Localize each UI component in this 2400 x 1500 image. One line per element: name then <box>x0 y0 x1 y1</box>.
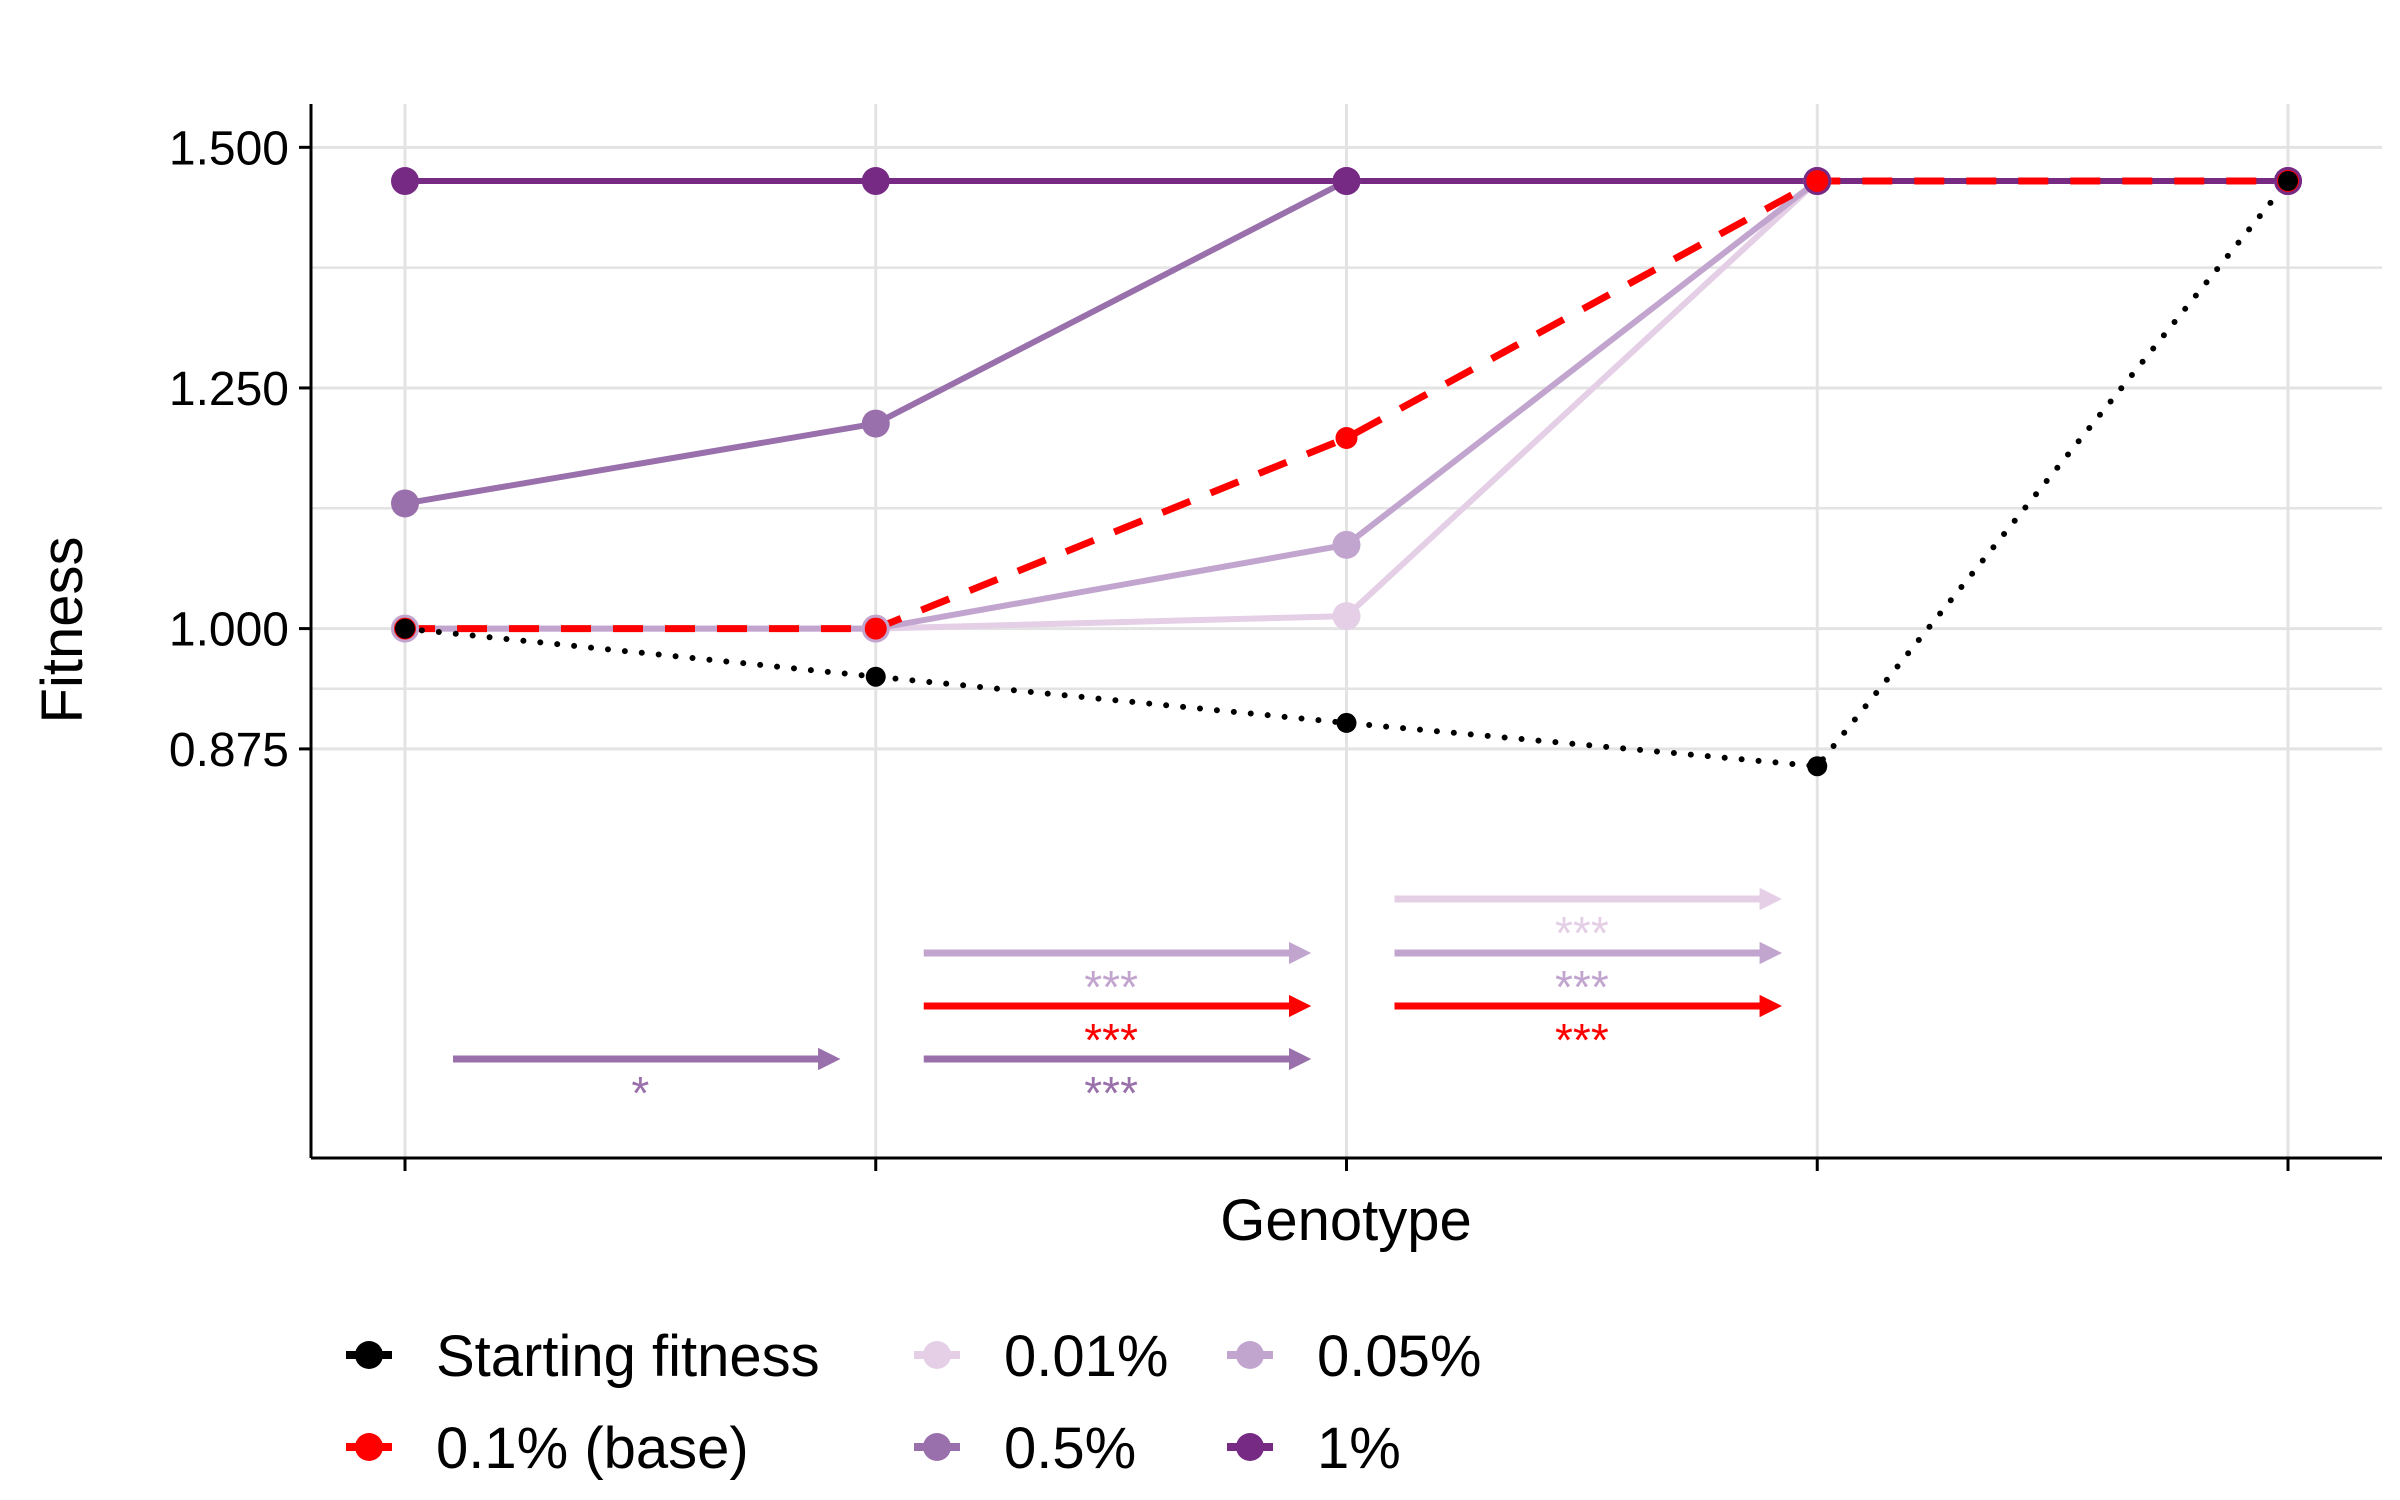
legend-label: 0.05% <box>1317 1324 1481 1389</box>
significance-label: *** <box>1555 961 1609 1013</box>
legend-item-starting-fitness: Starting fitness <box>346 1324 820 1389</box>
y-tick-label: 0.875 <box>169 724 289 777</box>
legend-key-point <box>1236 1433 1264 1461</box>
significance-label: *** <box>1555 907 1609 959</box>
data-point-starting-fitness <box>865 666 886 687</box>
y-tick-label: 1.500 <box>169 122 289 175</box>
legend-key-point <box>923 1341 951 1369</box>
data-point-starting-fitness <box>1336 712 1357 733</box>
y-tick-label: 1.000 <box>169 604 289 657</box>
legend-item-0-5: 0.5% <box>914 1416 1136 1481</box>
legend-item-1: 1% <box>1227 1416 1401 1481</box>
data-point-1 <box>391 167 419 196</box>
data-point-starting-fitness <box>395 618 415 639</box>
data-point-0-1-base <box>1335 427 1358 450</box>
data-point-0-05 <box>1332 530 1361 559</box>
legend-label: 0.1% (base) <box>436 1416 749 1481</box>
legend-item-0-05: 0.05% <box>1227 1324 1481 1389</box>
legend-label: 0.01% <box>1004 1324 1168 1389</box>
data-point-0-1-base <box>1806 170 1829 193</box>
y-ticks: 0.875 1.000 1.250 1.500 <box>169 122 311 777</box>
x-ticks <box>403 1158 2290 1171</box>
significance-label: *** <box>1084 1014 1138 1066</box>
data-point-1 <box>861 167 890 196</box>
legend-key-point <box>355 1433 383 1461</box>
significance-label: * <box>631 1067 649 1119</box>
series-line-0-1-base <box>405 177 2288 633</box>
x-axis-title: Genotype <box>1220 1188 1472 1253</box>
data-point-0-01 <box>1332 602 1361 631</box>
y-tick-label: 1.250 <box>169 363 289 416</box>
legend: Starting fitness 0.01% 0.05% 0.1% (base) 0.5… <box>346 1324 1481 1481</box>
significance-label: *** <box>1084 961 1138 1013</box>
data-point-0-1-base <box>864 617 887 640</box>
legend-key-point <box>1236 1341 1264 1369</box>
legend-item-0-01: 0.01% <box>914 1324 1168 1389</box>
legend-label: 0.5% <box>1004 1416 1136 1481</box>
legend-label: Starting fitness <box>436 1324 820 1389</box>
data-point-0-5 <box>861 409 890 438</box>
significance-arrows: ******************* <box>453 887 1782 1119</box>
legend-key-point <box>923 1433 951 1461</box>
data-point-starting-fitness <box>2278 171 2298 192</box>
significance-label: *** <box>1555 1014 1609 1066</box>
legend-item-0-1-base: 0.1% (base) <box>346 1416 749 1481</box>
legend-label: 1% <box>1317 1416 1401 1481</box>
legend-key-point <box>355 1341 383 1369</box>
significance-label: *** <box>1084 1067 1138 1119</box>
data-point-starting-fitness <box>1807 756 1828 777</box>
y-axis-title: Fitness <box>30 537 95 724</box>
data-point-1 <box>1332 167 1361 196</box>
series-points <box>391 167 2302 777</box>
data-point-0-5 <box>391 489 419 518</box>
